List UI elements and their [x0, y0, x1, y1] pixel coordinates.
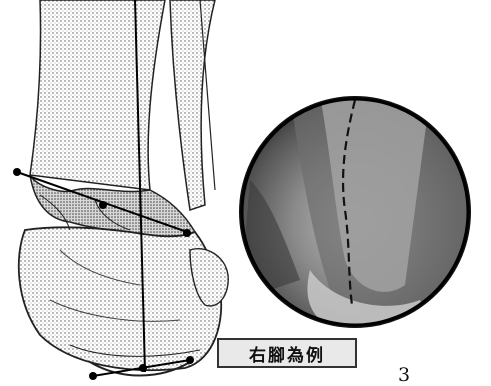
marker-dot: [99, 201, 107, 209]
xray-inset: [239, 96, 471, 335]
calcaneus-bone: [19, 227, 221, 370]
marker-dot: [186, 356, 194, 364]
page-number: 3: [398, 364, 410, 386]
marker-dot: [13, 168, 21, 176]
caption-text: 右腳為例: [249, 341, 325, 366]
foot-skeleton-illustration: [13, 0, 228, 380]
marker-dot: [89, 372, 97, 380]
marker-dot: [183, 229, 191, 237]
caption-box: 右腳為例: [217, 338, 357, 368]
marker-dot: [139, 364, 147, 372]
tibia-bone: [30, 0, 165, 190]
